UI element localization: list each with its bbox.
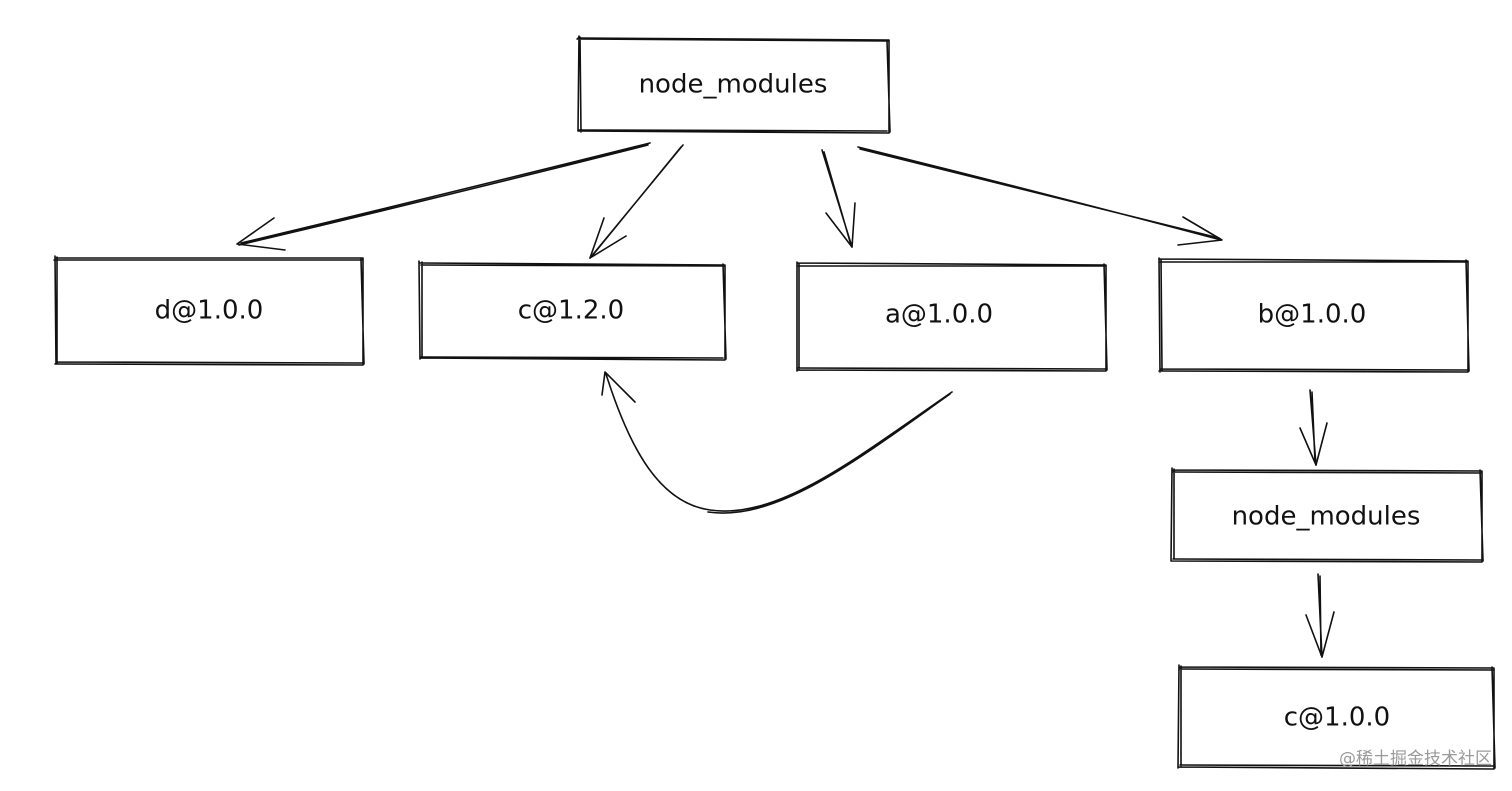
node-c-1-2-0: c@1.2.0 [418, 260, 727, 361]
node-d-1-0-0: d@1.0.0 [53, 255, 365, 366]
node-label: a@1.0.0 [885, 300, 993, 330]
node-c-1-0-0: c@1.0.0 [1177, 664, 1496, 770]
node-a-1-0-0: a@1.0.0 [796, 261, 1108, 372]
edge-b-node-modules-to-c10 [1305, 573, 1335, 658]
edge-b-to-b-node-modules [1299, 389, 1328, 466]
node-label: b@1.0.0 [1258, 300, 1367, 330]
node-label: c@1.0.0 [1284, 703, 1390, 733]
node-root-node-modules: node_modules [576, 35, 891, 134]
node-label: node_modules [1232, 502, 1421, 532]
node-label: c@1.2.0 [518, 296, 624, 326]
edge-a-to-c12 [601, 371, 953, 514]
node-b-node-modules: node_modules [1170, 467, 1484, 563]
node-b-1-0-0: b@1.0.0 [1158, 257, 1470, 373]
edge-root-to-c12 [589, 144, 684, 259]
node-label: d@1.0.0 [155, 296, 264, 326]
edge-root-to-a [821, 149, 856, 248]
node-label: node_modules [639, 70, 828, 100]
edge-root-to-b [857, 146, 1223, 246]
edge-root-to-d [236, 142, 651, 251]
watermark-text: @稀土掘金技术社区 [1339, 749, 1492, 769]
